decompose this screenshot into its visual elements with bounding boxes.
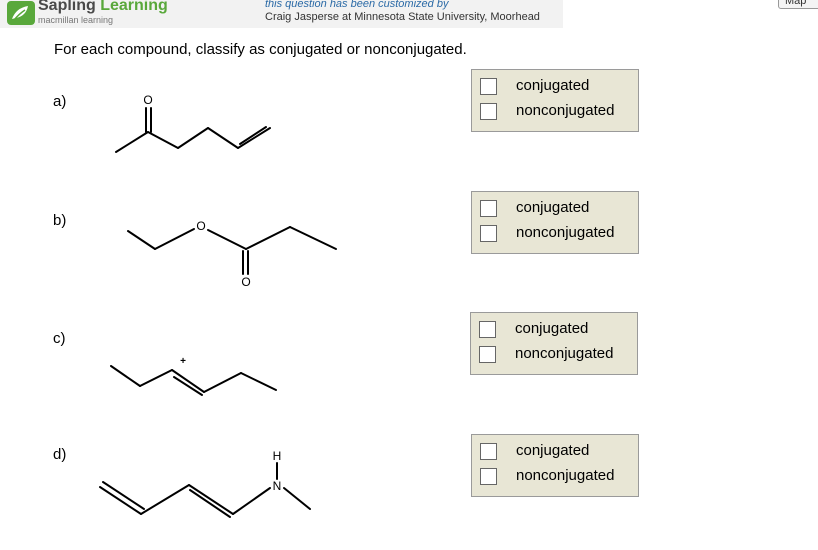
instructions: For each compound, classify as conjugate… bbox=[54, 41, 467, 58]
sapling-logo bbox=[6, 0, 36, 31]
customized-author: Craig Jasperse at Minnesota State Univer… bbox=[265, 11, 540, 23]
checkbox[interactable] bbox=[479, 346, 496, 363]
checkbox[interactable] bbox=[480, 225, 497, 242]
question-a-label: a) bbox=[53, 93, 67, 110]
brand-name-accent: Learning bbox=[100, 0, 168, 14]
brand-subtitle: macmillan learning bbox=[38, 15, 114, 25]
sapling-leaf-icon bbox=[7, 1, 35, 25]
question-c-label: c) bbox=[53, 330, 66, 347]
option-label: nonconjugated bbox=[515, 345, 614, 362]
structure-b-carbonyl-oxygen: O bbox=[241, 275, 250, 289]
brand-name: Sapling Learning bbox=[38, 0, 168, 15]
checkbox[interactable] bbox=[479, 321, 496, 338]
customized-note: this question has been customized by bbox=[265, 0, 449, 10]
checkbox[interactable] bbox=[480, 468, 497, 485]
map-button[interactable]: Map bbox=[778, 0, 818, 9]
options-group-b: conjugated nonconjugated bbox=[471, 191, 639, 254]
structure-a-oxygen: O bbox=[143, 93, 152, 107]
structure-a bbox=[115, 107, 271, 153]
options-group-c: conjugated nonconjugated bbox=[470, 312, 638, 375]
structure-c-cation-charge: + bbox=[180, 356, 186, 367]
checkbox[interactable] bbox=[480, 443, 497, 460]
checkbox[interactable] bbox=[480, 78, 497, 95]
structure-d-hydrogen: H bbox=[273, 449, 282, 463]
option-label: nonconjugated bbox=[516, 102, 615, 119]
options-group-d: conjugated nonconjugated bbox=[471, 434, 639, 497]
structure-b-ether-oxygen: O bbox=[196, 219, 205, 233]
options-group-a: conjugated nonconjugated bbox=[471, 69, 639, 132]
structure-d bbox=[99, 462, 311, 518]
header-bar bbox=[0, 0, 563, 28]
brand-name-main: Sapling bbox=[38, 0, 96, 14]
option-label: conjugated bbox=[515, 320, 589, 337]
option-label: nonconjugated bbox=[516, 467, 615, 484]
checkbox[interactable] bbox=[480, 200, 497, 217]
option-label: conjugated bbox=[516, 199, 590, 216]
structure-d-nitrogen: N bbox=[273, 479, 282, 493]
question-b-label: b) bbox=[53, 212, 67, 229]
option-label: conjugated bbox=[516, 77, 590, 94]
structure-b bbox=[127, 226, 337, 275]
option-label: nonconjugated bbox=[516, 224, 615, 241]
structure-c bbox=[110, 365, 277, 396]
checkbox[interactable] bbox=[480, 103, 497, 120]
question-d-label: d) bbox=[53, 446, 67, 463]
option-label: conjugated bbox=[516, 442, 590, 459]
